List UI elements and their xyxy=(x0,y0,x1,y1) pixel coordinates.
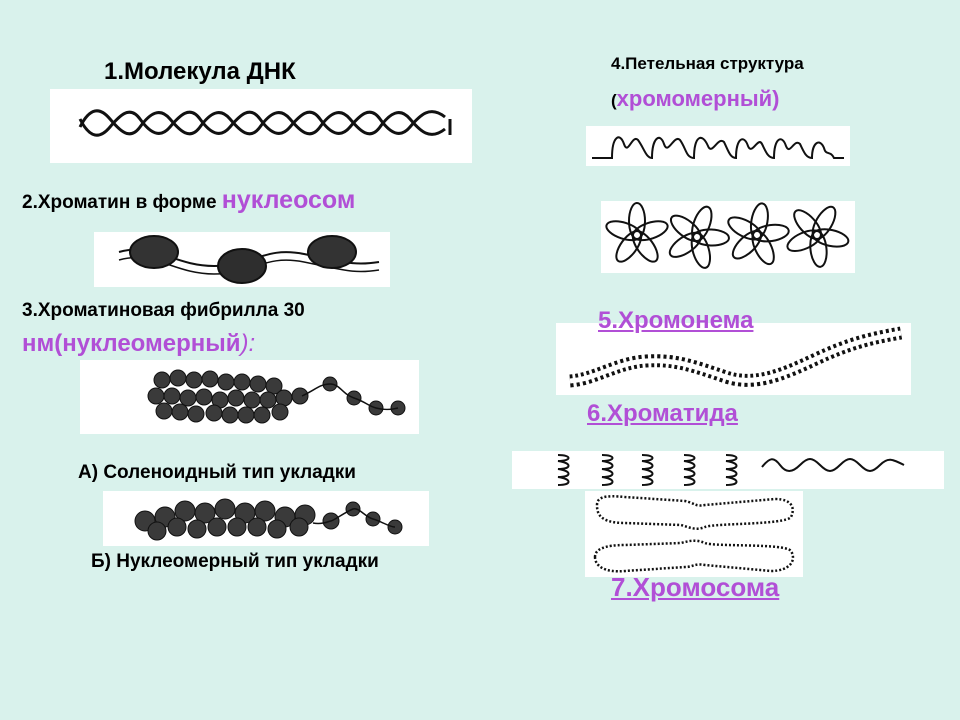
solenoid-drawing xyxy=(134,498,403,541)
title-chromomeric: (хромомерный) xyxy=(611,86,780,112)
dna-helix-drawing xyxy=(78,109,452,137)
chromatid-panel xyxy=(512,451,944,489)
chromonema-drawing xyxy=(569,326,903,388)
label-solenoid-type: А) Соленоидный тип укладки xyxy=(78,462,356,483)
label-chromomeric-open: ( xyxy=(611,91,617,110)
title-chromatin-nucleosome: 2.Хроматин в форме нуклеосом xyxy=(22,186,355,215)
chromatid-drawing xyxy=(557,454,905,486)
title-chromatid: 6.Хроматида xyxy=(587,400,738,427)
label-chromomeric: хромомерный) xyxy=(616,86,780,111)
title-chromonema: 5.Хромонема xyxy=(598,307,754,334)
fibril-panel xyxy=(80,360,419,434)
label-nucleomeric-tail: ): xyxy=(240,330,256,357)
loop-drawing xyxy=(592,136,844,160)
chromosome-drawing xyxy=(593,495,795,573)
rosette-drawing xyxy=(605,202,850,269)
label-nucleomeric-type: Б) Нуклеомерный тип укладки xyxy=(91,551,379,572)
title-chromatin-fibril: 3.Хроматиновая фибрилла 30 xyxy=(22,300,305,321)
label-nucleomeric: нм(нуклеомерный xyxy=(22,330,241,357)
label-chromatin-prefix: 2.Хроматин в форме xyxy=(22,192,222,213)
solenoid-panel xyxy=(103,491,429,546)
title-chromosome: 7.Хромосома xyxy=(611,572,780,602)
fibril-drawing xyxy=(147,369,406,424)
chromonema-panel xyxy=(556,323,911,395)
loop-panel xyxy=(586,126,850,166)
title-loop-structure: 4.Петельная структура xyxy=(611,54,804,73)
label-nucleosome: нуклеосом xyxy=(221,186,356,214)
nucleosome-drawing xyxy=(118,235,380,284)
title-dna-molecule: 1.Молекула ДНК xyxy=(104,58,296,85)
nucleosome-panel xyxy=(94,232,390,287)
rosette-panel xyxy=(601,201,855,273)
chromosome-panel xyxy=(585,491,803,577)
title-nucleomeric: нм(нуклеомерный): xyxy=(22,330,255,358)
dna-helix-panel xyxy=(50,89,472,163)
